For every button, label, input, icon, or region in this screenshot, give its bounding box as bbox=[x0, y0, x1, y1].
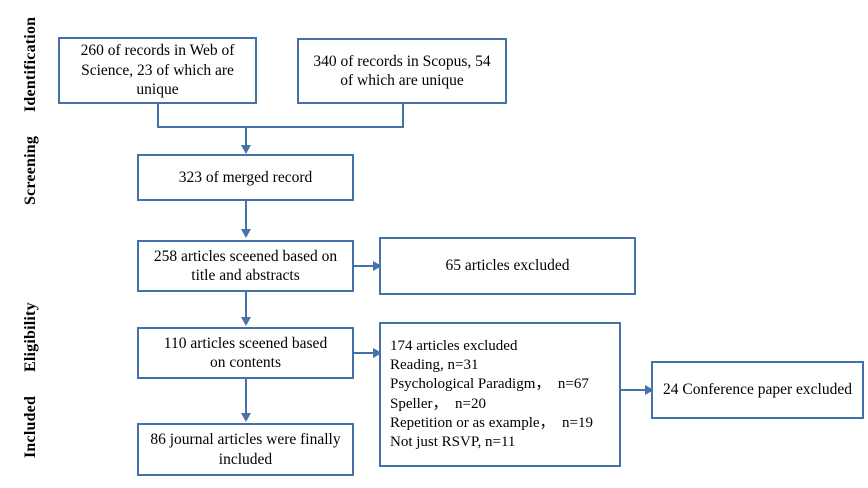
node-final-included: 86 journal articles were finally include… bbox=[137, 423, 354, 476]
node-screened-contents: 110 articles sceened based on contents bbox=[137, 327, 354, 379]
arrowhead-right-to-excluded65 bbox=[373, 261, 382, 271]
node-screened-title-abstract: 258 articles sceened based on title and … bbox=[137, 240, 354, 292]
node-screened-title-abstract-label: 258 articles sceened based on title and … bbox=[153, 247, 338, 284]
connector-excluded174-to-conference bbox=[621, 389, 650, 391]
connector-merge-bar bbox=[157, 126, 404, 128]
connector-wos-down bbox=[157, 104, 159, 127]
node-scopus: 340 of records in Scopus, 54 of which ar… bbox=[297, 38, 507, 104]
connector-screened-to-contents bbox=[245, 292, 247, 319]
node-excluded-title-abstract: 65 articles excluded bbox=[379, 237, 636, 295]
node-scopus-label: 340 of records in Scopus, 54 of which ar… bbox=[313, 52, 491, 89]
connector-merge-down bbox=[245, 126, 247, 147]
node-merged-record-label: 323 of merged record bbox=[178, 168, 313, 186]
arrowhead-down-to-merged bbox=[241, 145, 251, 154]
node-excluded-contents-label: 174 articles excluded Reading, n=31 Psyc… bbox=[390, 337, 593, 450]
stage-label-included: Included bbox=[22, 395, 39, 458]
arrowhead-down-to-screened-title bbox=[241, 229, 251, 238]
connector-contents-to-final bbox=[245, 379, 247, 415]
node-excluded-contents: 174 articles excluded Reading, n=31 Psyc… bbox=[379, 322, 621, 467]
node-screened-contents-label: 110 articles sceened based on contents bbox=[163, 334, 328, 371]
node-excluded-title-abstract-label: 65 articles excluded bbox=[445, 257, 570, 275]
node-excluded-conference-label: 24 Conference paper excluded bbox=[663, 381, 852, 399]
connector-scopus-down bbox=[402, 104, 404, 127]
node-web-of-science: 260 of records in Web of Science, 23 of … bbox=[58, 37, 257, 104]
arrowhead-right-to-excluded174 bbox=[373, 348, 382, 358]
node-final-included-label: 86 journal articles were finally include… bbox=[150, 431, 341, 468]
stage-label-eligibility: Eligibility bbox=[22, 302, 39, 372]
node-merged-record: 323 of merged record bbox=[137, 154, 354, 201]
stage-label-identification: Identification bbox=[22, 16, 39, 112]
arrowhead-down-to-final bbox=[241, 413, 251, 422]
arrowhead-down-to-screened-contents bbox=[241, 317, 251, 326]
stage-label-screening: Screening bbox=[22, 135, 39, 205]
arrowhead-right-to-conference bbox=[645, 385, 654, 395]
node-excluded-conference: 24 Conference paper excluded bbox=[651, 361, 864, 419]
connector-merged-to-screened bbox=[245, 201, 247, 231]
connector-screened-to-excluded65 bbox=[354, 265, 378, 267]
connector-contents-to-excluded174 bbox=[354, 352, 378, 354]
node-web-of-science-label: 260 of records in Web of Science, 23 of … bbox=[80, 42, 235, 99]
